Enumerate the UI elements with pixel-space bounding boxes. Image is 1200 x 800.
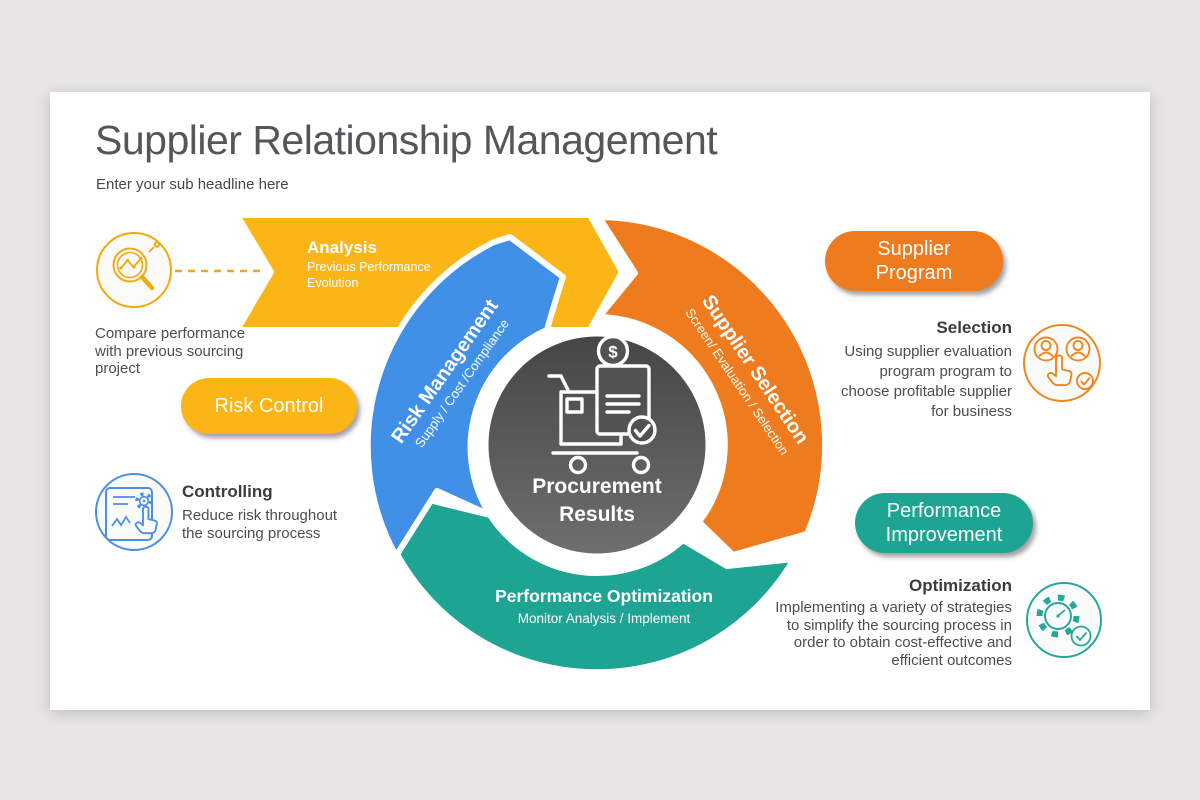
slide-subtitle: Enter your sub headline here [96, 176, 289, 193]
performance-improvement-pill[interactable]: Performance Improvement [855, 493, 1033, 553]
supplier-program-pill[interactable]: Supplier Program [825, 231, 1003, 291]
users-pick-icon [1023, 324, 1101, 402]
segment-supplier-selection[interactable] [596, 214, 829, 558]
selection-text: Using supplier evaluation program progra… [841, 343, 1012, 421]
pill-label-line1: Supplier [877, 237, 951, 260]
center-label-line2: Results [559, 503, 635, 526]
magnifier-chart-icon [96, 232, 172, 308]
center-label-line1: Procurement [532, 475, 662, 498]
pill-label-line1: Performance [886, 499, 1002, 522]
gear-icon [135, 492, 153, 510]
analysis-sublabel-line2: Evolution [307, 276, 358, 290]
segment-performance-optimization[interactable] [393, 497, 797, 676]
risk-control-pill[interactable]: Risk Control [181, 378, 357, 434]
gear-icon [1036, 594, 1080, 638]
monitor-gear-hand-icon [95, 473, 173, 551]
pill-label: Risk Control [214, 394, 324, 417]
procurement-cart-icon [547, 334, 657, 475]
optimization-heading: Optimization [909, 576, 1012, 595]
dollar-glyph: $ [608, 343, 618, 362]
segment-risk-management[interactable] [364, 234, 566, 559]
center-circle[interactable]: $ Procurement Results [481, 329, 713, 561]
compare-performance-text: Compare performance with previous sourci… [95, 325, 246, 378]
gear-gauge-check-icon [1026, 582, 1102, 658]
analysis-label: Analysis [307, 238, 377, 257]
optimization-text: Implementing a variety of strategies to … [775, 599, 1012, 670]
selection-heading: Selection [936, 318, 1012, 337]
pill-label-line2: Program [875, 262, 953, 284]
analysis-sublabel-line1: Previous Performance [307, 260, 431, 274]
pill-label-line2: Improvement [885, 524, 1003, 546]
slide-title: Supplier Relationship Management [95, 117, 718, 163]
performance-optimization-label: Performance Optimization [495, 586, 713, 606]
performance-optimization-sublabel: Monitor Analysis / Implement [518, 611, 691, 626]
controlling-heading: Controlling [182, 482, 273, 501]
controlling-text: Reduce risk throughout the sourcing proc… [182, 507, 338, 542]
